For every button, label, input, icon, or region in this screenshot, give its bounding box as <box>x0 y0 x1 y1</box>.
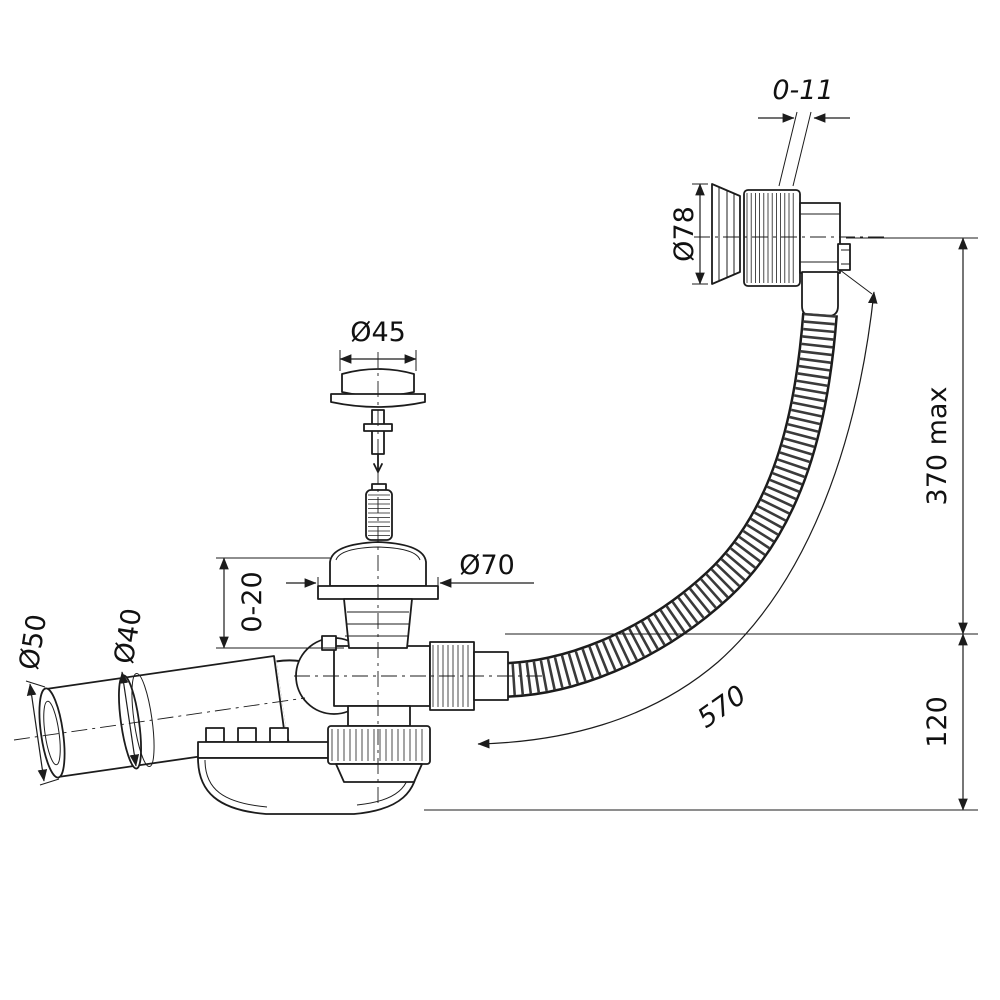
waste-tee <box>295 635 509 783</box>
dimension-overflow-diameter: Ø78 <box>669 183 708 285</box>
overflow-diameter-label: Ø78 <box>669 206 700 262</box>
locking-nut-hatch <box>331 729 423 761</box>
flange-diameter-label: Ø70 <box>459 550 515 581</box>
dimension-overflow-adjust: 0-11 <box>758 75 850 187</box>
trap-height-label: 120 <box>922 696 953 748</box>
outlet-diameter-label: Ø50 <box>14 612 53 672</box>
dimension-plug-diameter: Ø45 <box>339 317 417 371</box>
knob-grip-hatch <box>746 193 794 283</box>
overflow-adjust-label: 0-11 <box>772 75 833 106</box>
dimension-max-height: 370 max <box>505 237 978 635</box>
overflow-head <box>711 183 851 317</box>
flexible-hose <box>499 312 838 698</box>
dimension-trap-height: 120 <box>424 633 978 811</box>
max-height-label: 370 max <box>922 387 953 506</box>
hose-length-label: 570 <box>692 680 752 735</box>
adjuster-hatch <box>368 494 390 536</box>
spring-adjuster <box>365 483 393 541</box>
pipe-diameter-label: Ø40 <box>109 606 148 666</box>
plug-diameter-label: Ø45 <box>350 317 406 348</box>
height-adjust-label: 0-20 <box>237 571 268 632</box>
dimension-height-adjust: 0-20 <box>216 557 344 649</box>
